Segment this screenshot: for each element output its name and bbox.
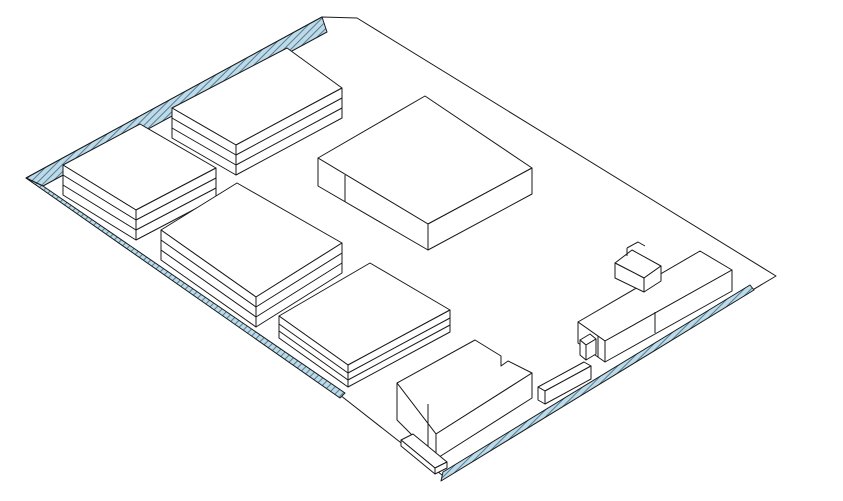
middle-stacked-building	[160, 182, 343, 328]
front-annex	[400, 433, 448, 475]
central-block	[317, 95, 533, 251]
top-left-stacked-building	[171, 47, 343, 176]
perimeter-strip-west	[25, 177, 346, 399]
lower-stacked-building	[278, 262, 451, 388]
perimeter-strip-south	[440, 284, 755, 482]
connecting-wall	[537, 361, 592, 405]
right-wing-building	[577, 241, 733, 363]
left-stacked-building	[62, 123, 217, 241]
